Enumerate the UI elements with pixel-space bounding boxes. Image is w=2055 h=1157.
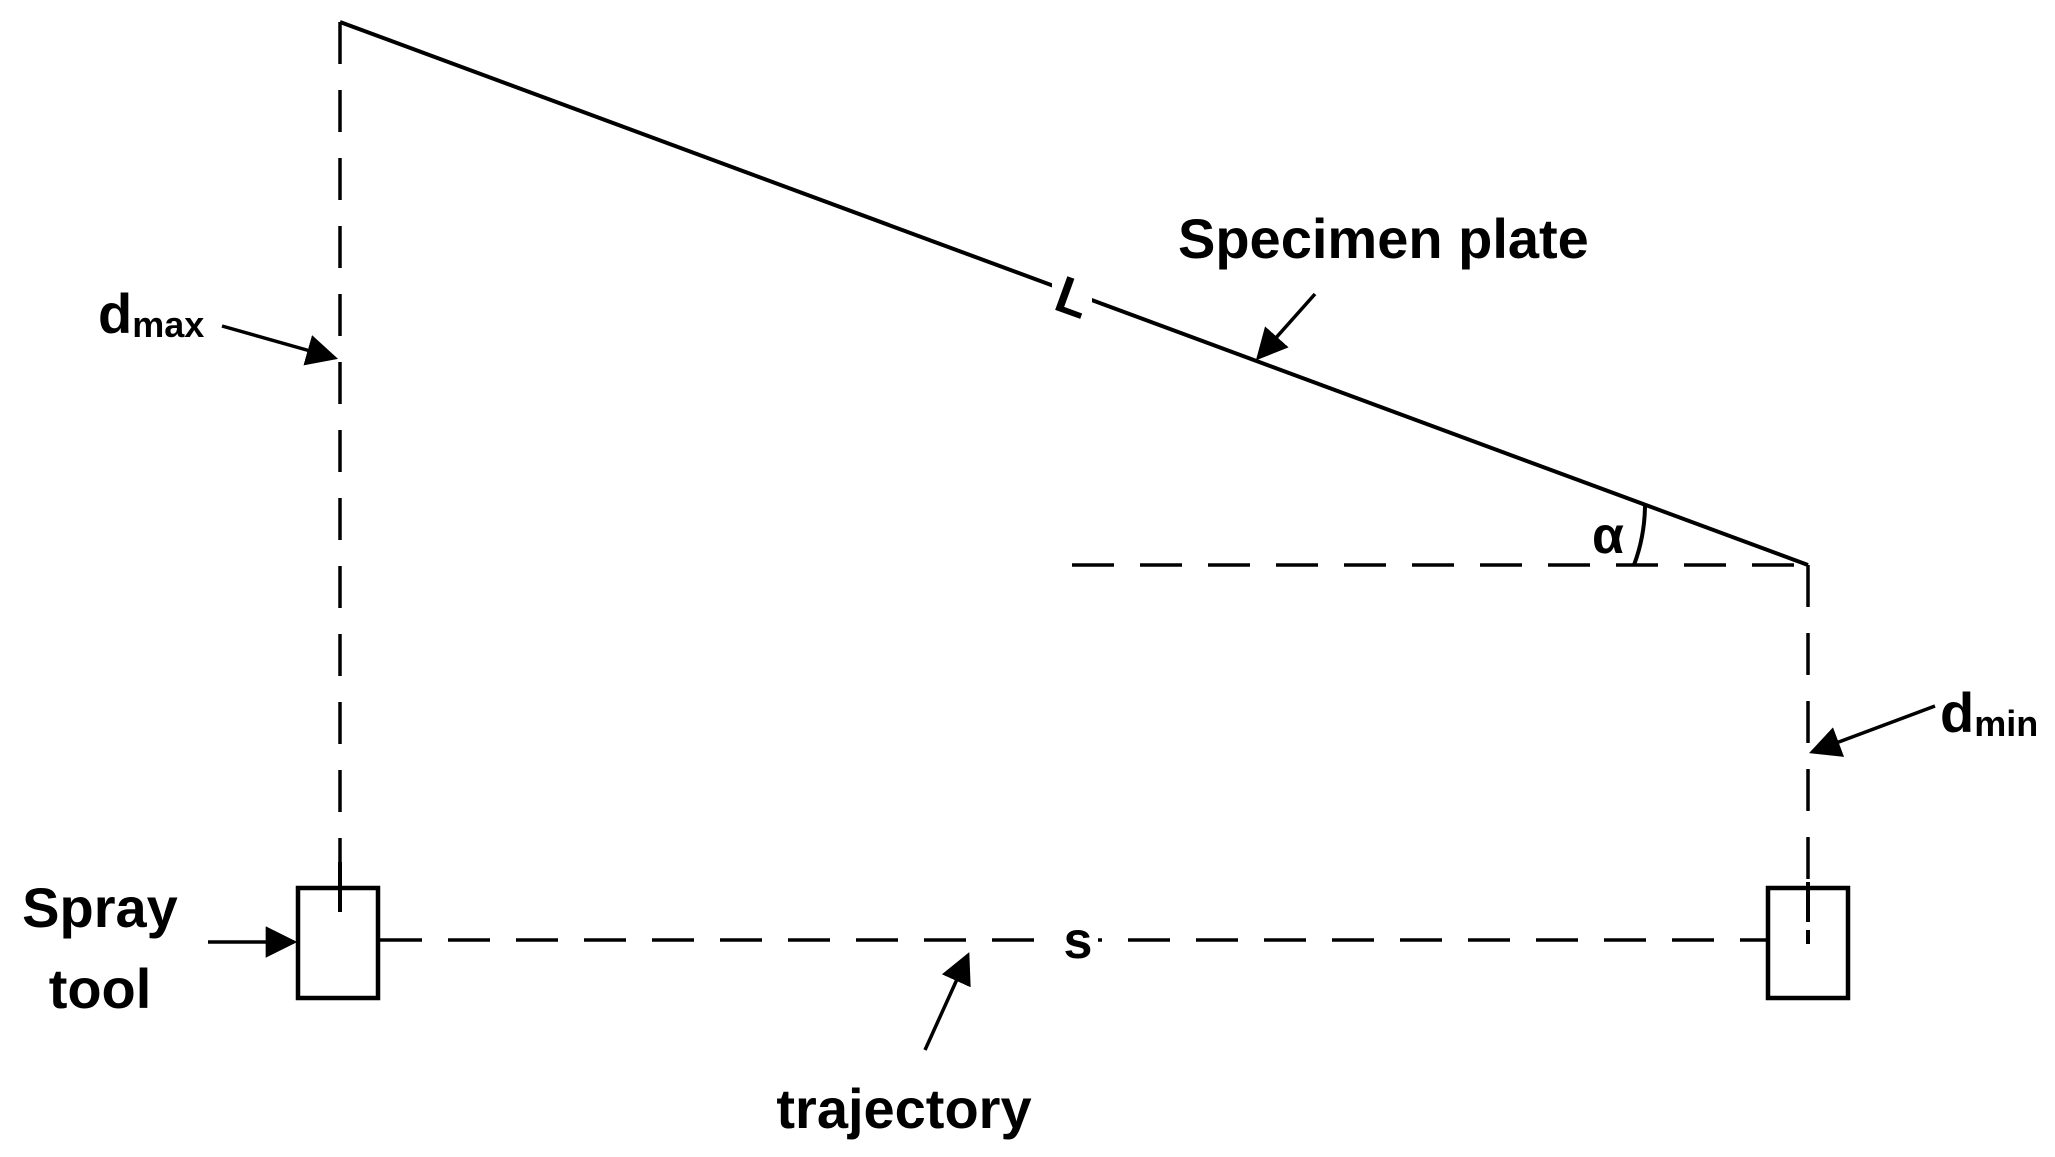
- d-min-label-base: d: [1940, 681, 1974, 744]
- spray-tool-label-line1: Spray: [22, 876, 178, 939]
- trajectory-arrow: [923, 952, 971, 1051]
- d-max-label-base: d: [98, 282, 132, 345]
- d-min-label-sub: min: [1974, 703, 2038, 744]
- specimen-plate-label: Specimen plate: [1178, 207, 1589, 270]
- d-max-arrow: [221, 324, 339, 366]
- d-max-label: dmax: [98, 282, 204, 345]
- d-min-arrow: [1809, 704, 1936, 757]
- d-max-label-sub: max: [132, 304, 204, 345]
- specimen-plate-arrow: [1255, 292, 1317, 361]
- length-label-mask: [1052, 276, 1092, 324]
- angle-arc: [1632, 503, 1648, 566]
- spray-tool-label-line2: tool: [49, 957, 152, 1020]
- angle-label: α: [1592, 507, 1624, 565]
- d-min-label: dmin: [1940, 681, 2038, 744]
- trajectory-label: trajectory: [776, 1077, 1031, 1140]
- distance-label: s: [1064, 912, 1093, 970]
- distance-label-mask: [1058, 916, 1098, 962]
